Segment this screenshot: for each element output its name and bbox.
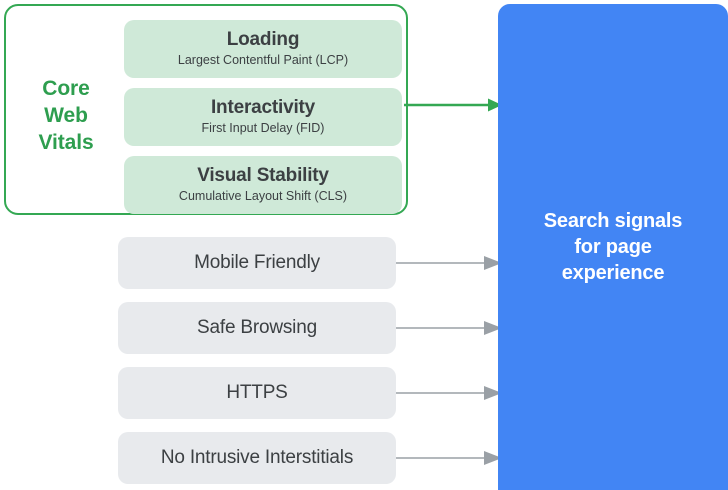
search-signals-line-2: for page (574, 236, 652, 258)
signal-card-label: Safe Browsing (197, 316, 317, 338)
signal-card-no-intrusive-interstitials: No Intrusive Interstitials (118, 432, 396, 484)
vital-card-title: Visual Stability (197, 164, 329, 186)
green-arrow-right-icon (404, 93, 502, 117)
vital-card-subtitle: First Input Delay (FID) (201, 121, 325, 136)
search-signals-line-3: experience (561, 262, 665, 284)
signal-card-label: No Intrusive Interstitials (160, 446, 354, 468)
core-web-vitals-label-line-2: Web (44, 103, 88, 127)
signal-card-mobile-friendly: Mobile Friendly (118, 237, 396, 289)
vital-card-subtitle: Cumulative Layout Shift (CLS) (178, 189, 348, 204)
signal-card-label: HTTPS (226, 381, 288, 403)
vital-card-loading: Loading Largest Contentful Paint (LCP) (124, 20, 402, 78)
search-signals-panel-text: Search signals for page experience (526, 208, 700, 286)
gray-arrow-right-icon (396, 251, 502, 275)
gray-arrow-right-icon (396, 316, 502, 340)
signal-card-safe-browsing: Safe Browsing (118, 302, 396, 354)
search-signals-line-1: Search signals (543, 210, 683, 232)
search-signals-panel: Search signals for page experience (498, 4, 728, 490)
vital-card-subtitle: Largest Contentful Paint (LCP) (177, 53, 349, 68)
core-web-vitals-group: Core Web Vitals Loading Largest Contentf… (4, 4, 408, 215)
signal-card-label: Mobile Friendly (194, 251, 320, 273)
vital-card-title: Interactivity (210, 96, 316, 118)
gray-arrow-right-icon (396, 446, 502, 470)
gray-arrow-right-icon (396, 381, 502, 405)
vital-card-title: Loading (226, 28, 300, 50)
core-web-vitals-label-line-3: Vitals (38, 130, 94, 154)
core-web-vitals-group-label: Core Web Vitals (20, 76, 112, 157)
core-web-vitals-label-line-1: Core (42, 77, 90, 100)
vital-card-visual-stability: Visual Stability Cumulative Layout Shift… (124, 156, 402, 214)
signal-card-https: HTTPS (118, 367, 396, 419)
vital-card-interactivity: Interactivity First Input Delay (FID) (124, 88, 402, 146)
